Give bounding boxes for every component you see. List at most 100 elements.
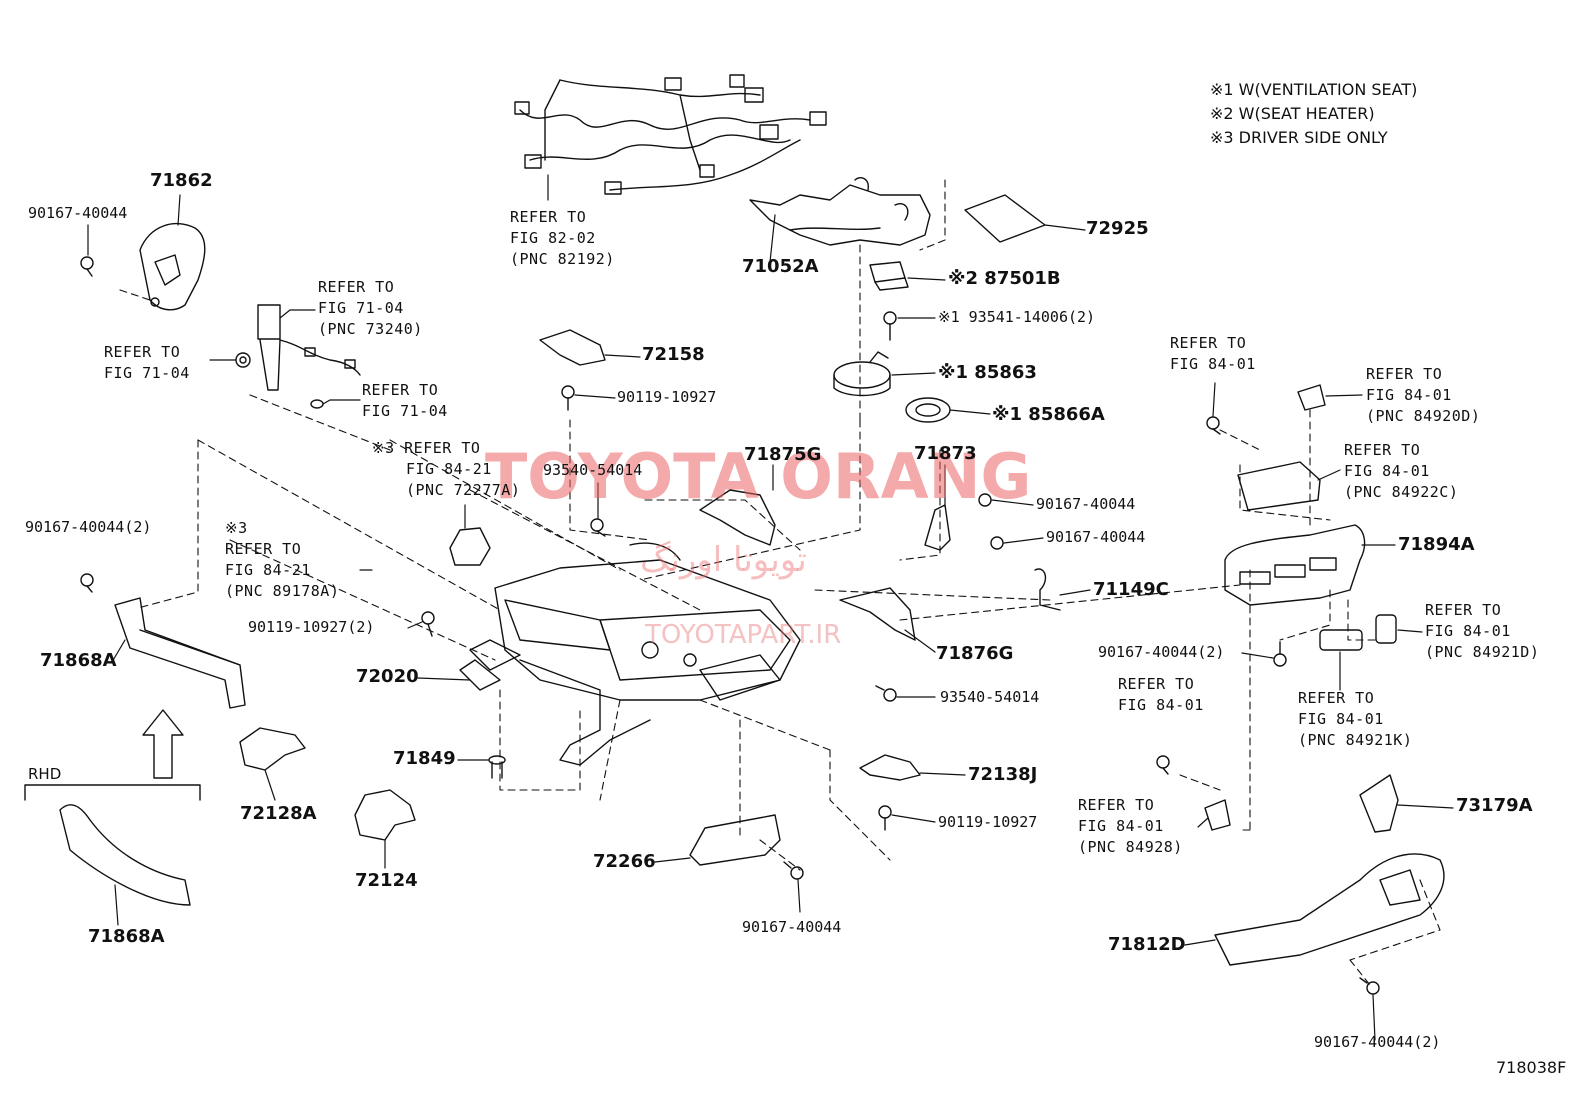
part-label-71812D: 71812D: [1108, 934, 1186, 955]
ref-fig-8401-c-line3: (PNC 84922C): [1344, 483, 1459, 501]
seat-belt-buckle-drawing: [257, 304, 361, 391]
ref-fig-8401-b-line3: (PNC 84920D): [1366, 407, 1481, 425]
ref-fig-7104-a-line3: (PNC 73240): [318, 320, 423, 338]
ref-fig-8401-g-line3: (PNC 84928): [1078, 838, 1183, 856]
part-label-93540-b: 93540-54014: [940, 688, 1040, 706]
screw-90167-bot-drawing: [783, 861, 804, 880]
cover-71812D-drawing: [1214, 853, 1445, 966]
ref-fig-8421-b-line2: REFER TO: [225, 540, 302, 558]
ref-fig-8421-a-line1: ※3 REFER TO: [372, 439, 481, 457]
switch-84922C-drawing: [1237, 461, 1321, 511]
screw-90119-b-drawing: [878, 805, 892, 831]
part-label-93541: ※1 93541-14006(2): [938, 308, 1096, 326]
cover-71862-drawing: [139, 223, 206, 311]
part-label-71052A: 71052A: [742, 256, 819, 277]
ref-fig-7104-a-line1: REFER TO: [318, 278, 395, 296]
ref-fig-8421-b-line4: (PNC 89178A): [225, 582, 340, 600]
part-label-71876G: 71876G: [936, 643, 1014, 664]
dashed-guide-lines: [119, 179, 1441, 986]
part-label-72020: 72020: [356, 666, 419, 687]
ref-fig-8421-b-line3: FIG 84-21: [225, 561, 311, 579]
panel-71894A-drawing: [1224, 524, 1366, 606]
wiring-harness-drawing: [514, 74, 827, 195]
note-1: ※1 W(VENTILATION SEAT): [1210, 80, 1418, 99]
part-label-85863: ※1 85863: [938, 362, 1037, 383]
part-label-71875G: 71875G: [744, 444, 822, 465]
ref-fig-8401-d-line3: (PNC 84921D): [1425, 643, 1540, 661]
watermark-persian: تویوتا اورنگ: [640, 540, 807, 580]
cover-73179A-drawing: [1359, 774, 1399, 833]
ref-fig-8401-g-line1: REFER TO: [1078, 796, 1155, 814]
pad-72925-drawing: [964, 194, 1046, 243]
part-71873-drawing: [924, 504, 951, 551]
screw-90167-r2-drawing: [1273, 641, 1287, 667]
part-label-72158: 72158: [642, 344, 705, 365]
ref-fig-7104-a-line2: FIG 71-04: [318, 299, 404, 317]
part-label-93540-a: 93540-54014: [543, 461, 643, 479]
screw-90167-2-drawing: [80, 573, 94, 593]
seat-heater-mat-drawing: [749, 177, 931, 246]
ref-fig-8401-f-line2: FIG 84-01: [1118, 696, 1204, 714]
ref-fig-8421-a-line3: (PNC 72277A): [406, 481, 521, 499]
ref-fig-8401-a-line2: FIG 84-01: [1170, 355, 1256, 373]
note-3: ※3 DRIVER SIDE ONLY: [1210, 128, 1388, 147]
bracket-71875G-drawing: [699, 489, 776, 546]
part-label-90119-b: 90119-10927: [938, 813, 1038, 831]
part-label-72138J: 72138J: [968, 764, 1038, 785]
ref-fig-8401-c-line2: FIG 84-01: [1344, 462, 1430, 480]
screw-90167-br-drawing: [1359, 977, 1380, 995]
note-2: ※2 W(SEAT HEATER): [1210, 104, 1375, 123]
knob-84921K-drawing: [1319, 629, 1363, 651]
bracket-72158-drawing: [539, 329, 606, 366]
part-label-87501B: ※2 87501B: [948, 268, 1061, 289]
screw-93541-drawing: [883, 311, 897, 341]
bolt-7104-drawing: [235, 352, 251, 368]
pin-71849-drawing: [488, 755, 506, 779]
part-label-71868A-1: 71868A: [40, 650, 117, 671]
ref-fig-8202-line2: FIG 82-02: [510, 229, 596, 247]
leader-lines: [87, 174, 1454, 1041]
part-label-90167-r2: 90167-40044(2): [1098, 643, 1225, 661]
part-label-90167-m1: 90167-40044: [1036, 495, 1136, 513]
ref-fig-7104-b-line2: FIG 71-04: [104, 364, 190, 382]
fan-85863-drawing: [833, 351, 891, 397]
part-label-90167-m2: 90167-40044: [1046, 528, 1146, 546]
part-label-72266: 72266: [593, 851, 656, 872]
cover-72266-drawing: [689, 814, 781, 866]
ref-fig-8401-b-line2: FIG 84-01: [1366, 386, 1452, 404]
ref-fig-8421-a-line2: FIG 84-21: [406, 460, 492, 478]
up-arrow-icon: [142, 709, 184, 779]
cover-72128A-drawing: [239, 727, 306, 771]
ref-fig-7104-c-line1: REFER TO: [362, 381, 439, 399]
figure-id: 718038F: [1496, 1058, 1567, 1077]
ref-fig-7104-b-line1: REFER TO: [104, 343, 181, 361]
part-label-71849: 71849: [393, 748, 456, 769]
part-label-72925: 72925: [1086, 218, 1149, 239]
cover-71868A-rhd-drawing: [59, 804, 191, 906]
part-label-90167-tl: 90167-40044: [28, 204, 128, 222]
part-label-72124: 72124: [355, 870, 418, 891]
ref-fig-8401-e-line1: REFER TO: [1298, 689, 1375, 707]
ref-fig-8202-line3: (PNC 82192): [510, 250, 615, 268]
ref-fig-8401-d-line1: REFER TO: [1425, 601, 1502, 619]
sensor-84928-drawing: [1204, 799, 1231, 831]
watermark-url: TOYOTAPART.IR: [645, 620, 842, 650]
screw-93540-a-drawing: [590, 518, 606, 537]
ref-fig-8401-g-line2: FIG 84-01: [1078, 817, 1164, 835]
seat-track-frame-drawing: [459, 542, 801, 766]
bracket-71876G-drawing: [839, 587, 916, 641]
duct-85866A-drawing: [905, 397, 951, 423]
bracket-71868A-drawing: [114, 597, 246, 709]
washer-7104-drawing: [310, 399, 324, 409]
knob-84920D-drawing: [1297, 384, 1326, 411]
part-label-90119-2: 90119-10927(2): [248, 618, 375, 636]
screw-90119-2-drawing: [421, 611, 435, 637]
screw-90167-tl-drawing: [80, 256, 94, 277]
ref-fig-8401-d-line2: FIG 84-01: [1425, 622, 1511, 640]
ref-fig-8202-line1: REFER TO: [510, 208, 587, 226]
part-label-90167-2: 90167-40044(2): [25, 518, 152, 536]
ref-fig-8421-b-line1: ※3: [225, 519, 248, 537]
cover-72124-drawing: [354, 789, 416, 841]
spring-71149C-drawing: [1034, 568, 1061, 611]
